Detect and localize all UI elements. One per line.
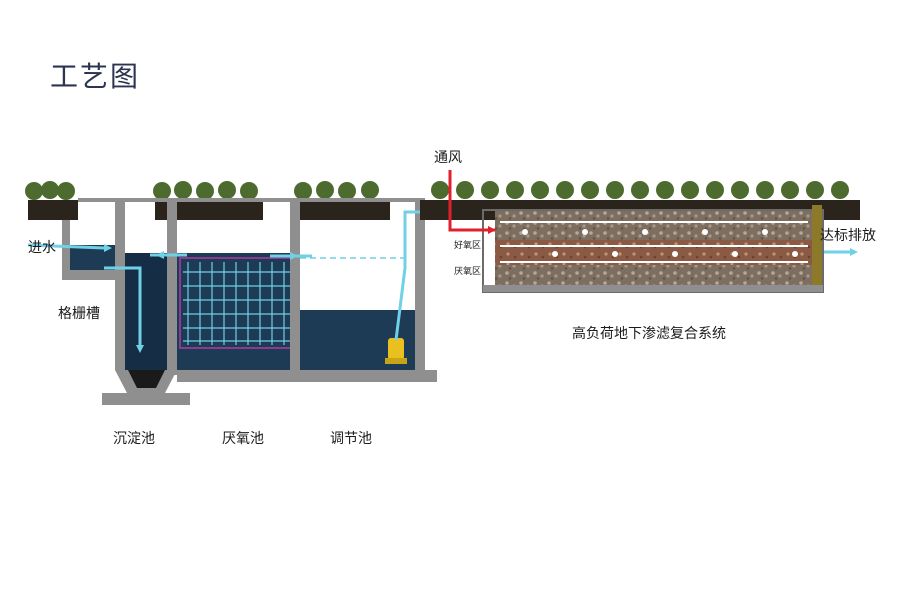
plants-left: [25, 181, 379, 200]
label-aerobic-zone: 好氧区: [454, 239, 481, 251]
sedimentation-water: [125, 253, 167, 370]
wall-sed-anaerobic: [167, 200, 177, 375]
wall-screen-sed: [115, 200, 125, 370]
soil-strip-left: [28, 200, 78, 220]
plants-right: [431, 181, 849, 199]
label-regulating-tank: 调节池: [330, 431, 372, 447]
system-wall-right: [812, 205, 822, 285]
label-sedimentation-tank: 沉淀池: [113, 431, 155, 447]
label-discharge: 达标排放: [820, 228, 876, 244]
system-base: [483, 285, 823, 292]
flow-arrows: [104, 244, 858, 353]
distribution-pipes: [500, 221, 808, 263]
page-title: 工艺图: [50, 60, 141, 93]
tank-top-rim: [78, 198, 425, 202]
tank-floor: [177, 370, 437, 382]
sedimentation-hopper-inner: [128, 370, 165, 388]
screen-tank-wall-left: [62, 220, 70, 280]
label-anoxic-zone: 厌氧区: [454, 265, 481, 277]
screen-tank-floor: [62, 270, 122, 280]
distribution-pipe-openings: [522, 229, 798, 257]
ventilation-pipe: [448, 170, 495, 232]
soil-strip-mid2: [295, 200, 390, 220]
lift-pump-icon: [385, 338, 407, 364]
wall-anaerobic-regulating: [290, 200, 300, 370]
system-lower-media: [495, 265, 813, 285]
label-inlet: 进水: [28, 240, 56, 256]
system-upper-media: [495, 210, 813, 240]
label-system: 高负荷地下渗滤复合系统: [572, 325, 726, 342]
wall-regulating-right: [415, 200, 425, 375]
sedimentation-base: [102, 393, 190, 405]
label-anaerobic-tank: 厌氧池: [222, 431, 264, 447]
label-ventilation: 通风: [434, 150, 462, 166]
anaerobic-media-grid: [183, 262, 290, 345]
label-screen-tank: 格栅槽: [58, 306, 100, 322]
system-mid-media: [495, 240, 813, 265]
ventilation-arrow: [488, 226, 496, 234]
soil-strip-mid1: [155, 200, 263, 220]
